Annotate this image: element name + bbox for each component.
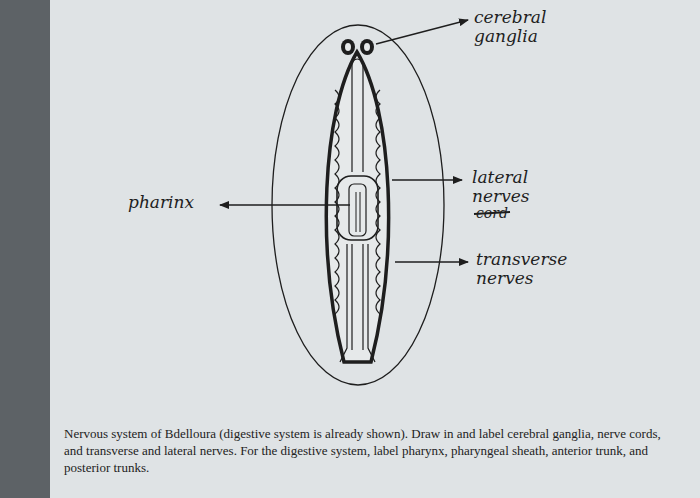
- struck-label: cord: [476, 204, 536, 223]
- structure-label: lateral nerves: [472, 168, 552, 206]
- structure-label: cerebral ganglia: [474, 8, 569, 46]
- structure-label: pharinx: [128, 193, 218, 212]
- structure-label: transverse nerves: [476, 250, 586, 288]
- figure-caption: Nervous system of Bdelloura (digestive s…: [64, 425, 676, 476]
- photo-edge: [0, 0, 50, 498]
